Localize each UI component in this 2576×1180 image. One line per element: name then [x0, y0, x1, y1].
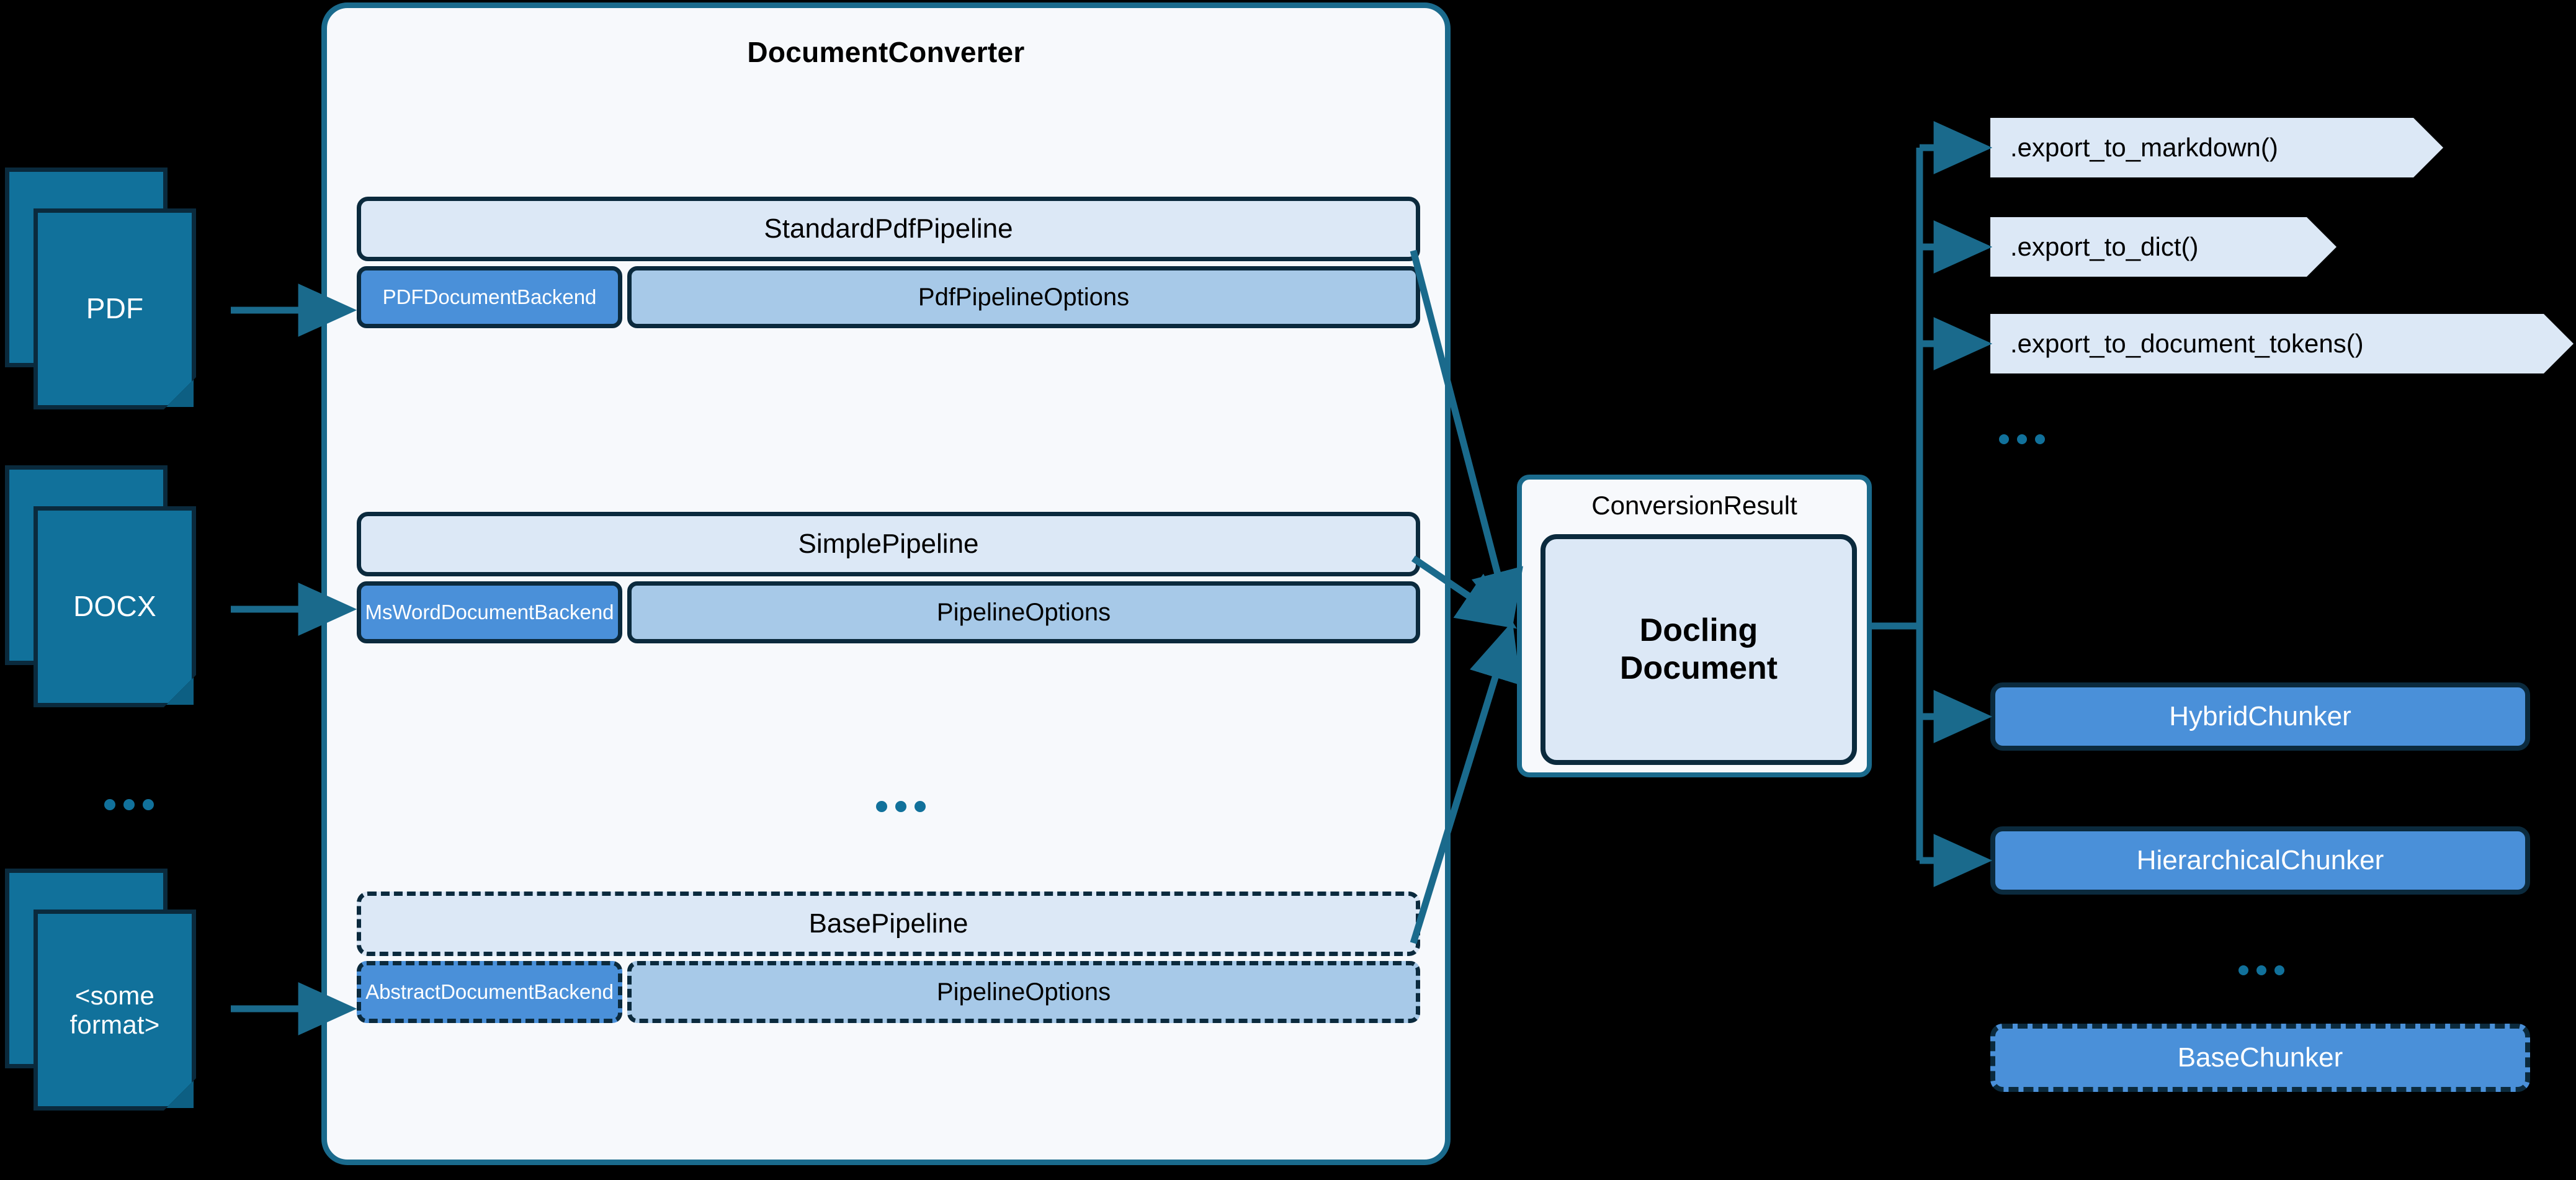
some-format-document-label: <some format>	[34, 910, 196, 1111]
base-pipeline-group[interactable]: BasePipeline AbstractDocumentBackend Pip…	[357, 892, 1420, 1023]
doc-fold-inner	[166, 1081, 194, 1108]
abstract-document-backend-box[interactable]: AbstractDocumentBackend	[357, 961, 622, 1023]
docx-document-label: DOCX	[34, 506, 196, 707]
doc-fold-inner	[166, 380, 194, 407]
docling-line2: Document	[1619, 650, 1778, 686]
hybrid-chunker-label: HybridChunker	[2169, 701, 2351, 731]
export-to-dict-label: .export_to_dict()	[2010, 232, 2199, 261]
hierarchical-chunker-label: HierarchicalChunker	[2136, 845, 2384, 875]
export-to-markdown-chevron[interactable]: .export_to_markdown()	[1990, 118, 2443, 177]
docx-document-icon[interactable]: DOCX	[5, 465, 228, 707]
inputs-ellipsis	[104, 799, 154, 810]
chunkers-ellipsis	[2238, 965, 2284, 975]
base-chunker-box[interactable]: BaseChunker	[1990, 1024, 2530, 1092]
standard-pdf-pipeline-row: PDFDocumentBackend PdfPipelineOptions	[357, 266, 1420, 328]
docling-document-box[interactable]: Docling Document	[1541, 534, 1857, 765]
pdf-pipeline-options-box[interactable]: PdfPipelineOptions	[627, 266, 1420, 328]
simple-pipeline-row: MsWordDocumentBackend PipelineOptions	[357, 581, 1420, 643]
export-to-document-tokens-label: .export_to_document_tokens()	[2010, 329, 2364, 358]
exports-ellipsis	[1999, 434, 2045, 444]
base-chunker-label: BaseChunker	[2177, 1042, 2343, 1073]
some-format-document-icon[interactable]: <some format>	[5, 869, 228, 1111]
conversion-result-label: ConversionResult	[1591, 491, 1797, 520]
export-to-document-tokens-chevron[interactable]: .export_to_document_tokens()	[1990, 314, 2574, 373]
conversion-result-panel: ConversionResult Docling Document	[1517, 475, 1872, 777]
hierarchical-chunker-box[interactable]: HierarchicalChunker	[1990, 826, 2530, 895]
some-format-line2: format>	[69, 1010, 160, 1039]
simple-pipeline-group[interactable]: SimplePipeline MsWordDocumentBackend Pip…	[357, 512, 1420, 643]
export-to-markdown-label: .export_to_markdown()	[2010, 133, 2278, 162]
simple-pipeline-header: SimplePipeline	[357, 512, 1420, 576]
base-pipeline-options-box[interactable]: PipelineOptions	[627, 961, 1420, 1023]
some-format-line1: <some	[74, 980, 155, 1010]
msword-document-backend-box[interactable]: MsWordDocumentBackend	[357, 581, 622, 643]
pipeline-options-box[interactable]: PipelineOptions	[627, 581, 1420, 643]
hybrid-chunker-box[interactable]: HybridChunker	[1990, 682, 2530, 751]
standard-pdf-pipeline-header: StandardPdfPipeline	[357, 197, 1420, 261]
export-to-dict-chevron[interactable]: .export_to_dict()	[1990, 217, 2337, 277]
docling-line1: Docling	[1639, 612, 1758, 648]
pdf-document-icon[interactable]: PDF	[5, 168, 228, 409]
doc-fold-inner	[166, 677, 194, 705]
standard-pdf-pipeline-group[interactable]: StandardPdfPipeline PDFDocumentBackend P…	[357, 197, 1420, 328]
base-pipeline-row: AbstractDocumentBackend PipelineOptions	[357, 961, 1420, 1023]
document-converter-title: DocumentConverter	[747, 36, 1025, 68]
pdf-document-backend-box[interactable]: PDFDocumentBackend	[357, 266, 622, 328]
pdf-document-label: PDF	[34, 208, 196, 409]
document-converter-panel: DocumentConverter StandardPdfPipeline PD…	[321, 2, 1451, 1165]
converter-ellipsis	[876, 801, 926, 812]
base-pipeline-header: BasePipeline	[357, 892, 1420, 956]
